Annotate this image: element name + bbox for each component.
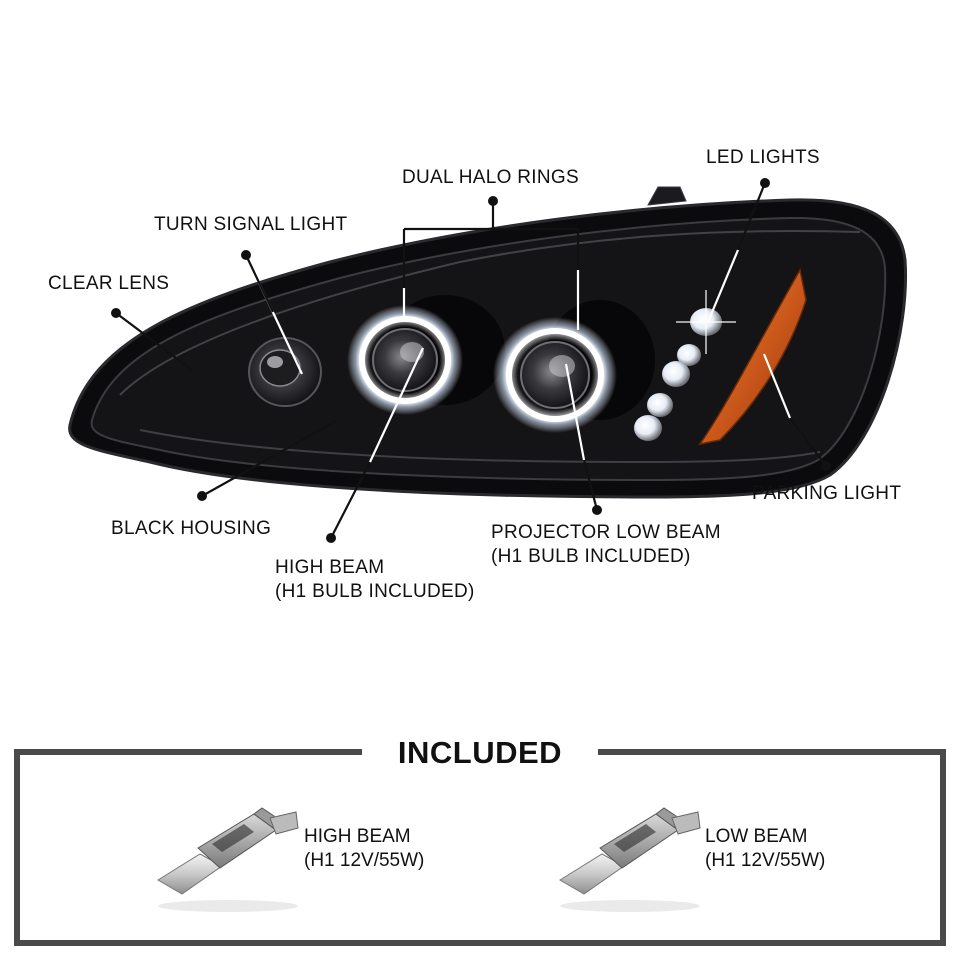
turn-signal-light-label: TURN SIGNAL LIGHT (154, 214, 348, 235)
projector-low-beam-label: PROJECTOR LOW BEAM (H1 BULB INCLUDED) (491, 521, 721, 569)
included-frame (14, 749, 946, 946)
included-item-label: LOW BEAM (705, 826, 808, 847)
projector-low-beam-label-line1: PROJECTOR LOW BEAM (491, 522, 721, 543)
parking-light-label: PARKING LIGHT (752, 483, 902, 504)
high-beam-label-line1: HIGH BEAM (275, 557, 385, 578)
high-beam-label-line2: (H1 BULB INCLUDED) (275, 581, 475, 602)
leader-lines (111, 178, 831, 543)
led-lights (634, 290, 736, 441)
low-beam-bulb-image (559, 807, 701, 912)
included-item-spec: (H1 12V/55W) (705, 850, 826, 871)
mounting-tab (647, 186, 687, 206)
projector-low-beam-label-line2: (H1 BULB INCLUDED) (491, 546, 691, 567)
high-beam-bulb-image (157, 807, 299, 912)
included-item-low-beam: LOW BEAM (H1 12V/55W) (705, 825, 825, 873)
clear-lens-label: CLEAR LENS (48, 273, 170, 294)
dual-halo-rings-label: DUAL HALO RINGS (402, 167, 579, 188)
high-beam-projector (347, 295, 505, 415)
housing-ridge (119, 230, 861, 396)
turn-signal-light (248, 337, 322, 407)
included-item-spec: (H1 12V/55W) (304, 850, 425, 871)
high-beam-label: HIGH BEAM (H1 BULB INCLUDED) (275, 556, 475, 604)
included-title: INCLUDED (362, 733, 598, 773)
parking-light-reflector (698, 267, 807, 446)
included-item-label: HIGH BEAM (304, 826, 411, 847)
led-lights-label: LED LIGHTS (706, 147, 820, 168)
housing-trim (139, 429, 821, 464)
low-beam-projector (493, 300, 655, 433)
black-housing-label: BLACK HOUSING (111, 518, 272, 539)
included-item-high-beam: HIGH BEAM (H1 12V/55W) (304, 825, 424, 873)
